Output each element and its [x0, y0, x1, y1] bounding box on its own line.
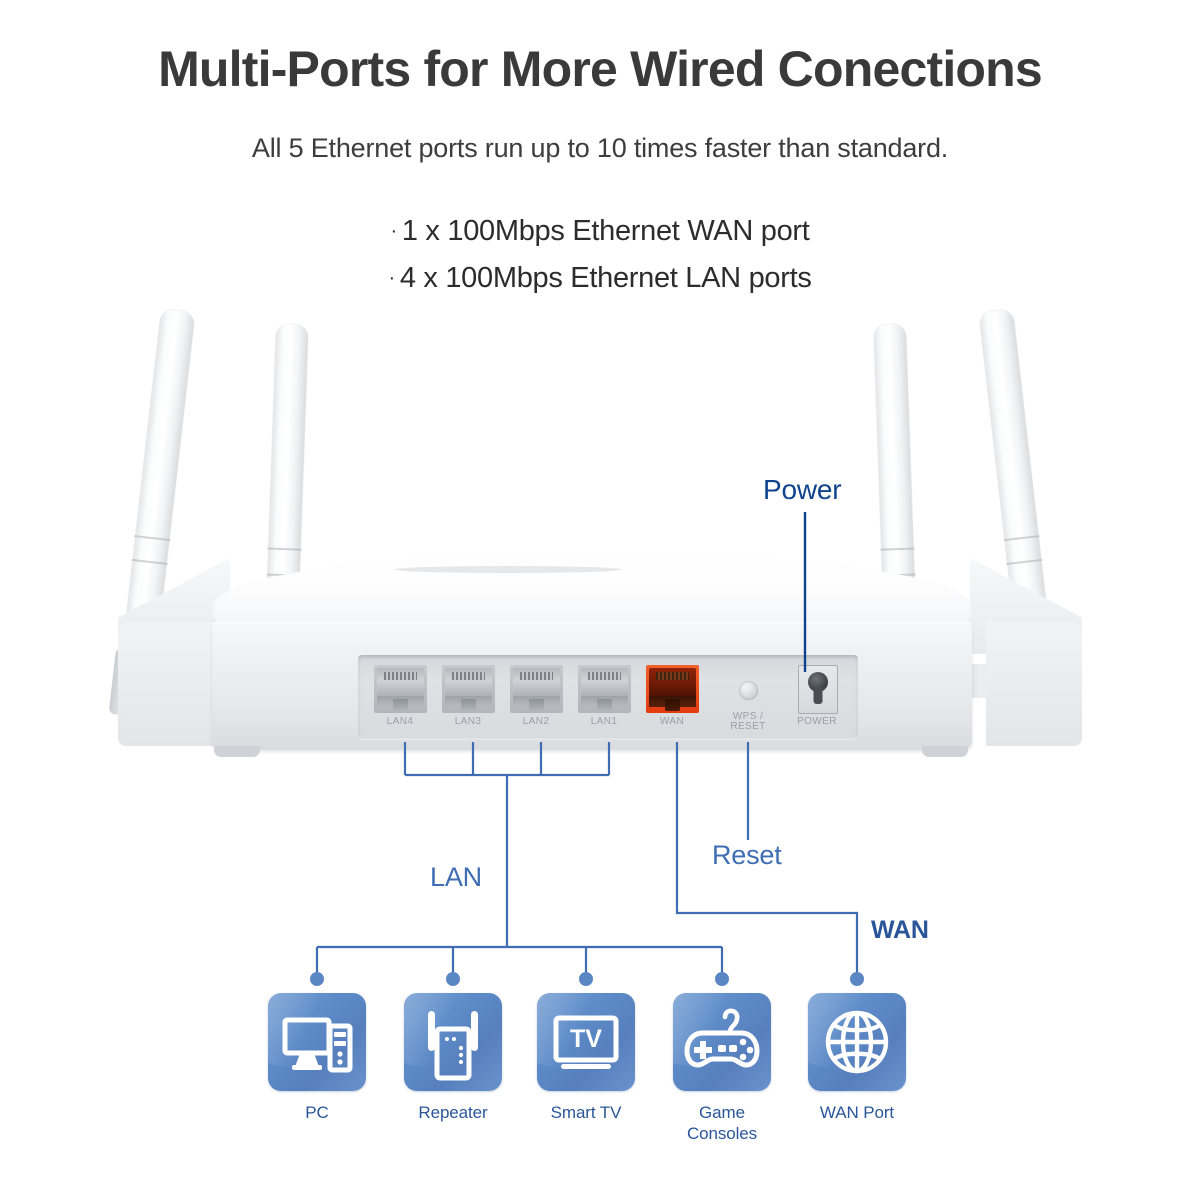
router-top-shell [212, 552, 972, 630]
device-tile: TV [537, 993, 635, 1091]
wps-reset-button[interactable] [739, 681, 758, 700]
port-label-lan3: LAN3 [454, 716, 482, 727]
page-subtitle: All 5 Ethernet ports run up to 10 times … [251, 133, 949, 163]
port-lan3[interactable] [442, 665, 495, 713]
leader-dot-pc [310, 972, 324, 986]
wifi-repeater-icon [428, 1011, 478, 1081]
device-label-game-consoles: Game Consoles [673, 1102, 771, 1144]
power-jack-stem [813, 688, 823, 704]
port-lan4[interactable] [374, 665, 427, 713]
device-tile [404, 993, 502, 1091]
callout-label-reset: Reset [712, 840, 782, 870]
svg-text:TV: TV [570, 1025, 602, 1053]
callout-label-power: Power [763, 474, 842, 505]
port-label-lan1: LAN1 [590, 716, 618, 727]
device-repeater[interactable]: Repeater [404, 993, 502, 1123]
device-game-consoles[interactable]: Game Consoles [673, 993, 771, 1144]
globe-icon [825, 1010, 889, 1074]
bullet-text: 1 x 100Mbps Ethernet WAN port [401, 215, 810, 247]
list-item: ·4 x 100Mbps Ethernet LAN ports [0, 255, 1200, 302]
leader-endpoint-dots [310, 972, 864, 986]
port-label-lan4: LAN4 [386, 716, 414, 727]
device-label-repeater: Repeater [418, 1103, 488, 1122]
bullet-text: 4 x 100Mbps Ethernet LAN ports [399, 262, 812, 294]
bullet-marker-icon: · [388, 267, 395, 289]
bullet-marker-icon: · [390, 220, 397, 242]
list-item: ·1 x 100Mbps Ethernet WAN port [0, 208, 1200, 255]
port-lan2[interactable] [510, 665, 563, 713]
router-side-right [986, 622, 1082, 746]
television-icon: TV [553, 1015, 619, 1069]
game-label-line1: Game [699, 1103, 745, 1122]
page-title: Multi-Ports for More Wired Conections [158, 41, 1043, 97]
device-label-pc: PC [305, 1103, 329, 1122]
router-foot-right [922, 746, 968, 757]
router-foot-left [214, 746, 260, 757]
device-tile [268, 993, 366, 1091]
wps-label-line1: WPS / [732, 711, 764, 722]
port-wan[interactable] [646, 665, 699, 713]
router-side-left [118, 622, 214, 746]
device-wan-port[interactable]: WAN Port [808, 993, 906, 1123]
port-label-power: POWER [797, 716, 837, 727]
leader-dot-smart-tv [579, 972, 593, 986]
desktop-computer-icon [282, 1017, 353, 1073]
game-label-line2: Consoles [686, 1124, 758, 1143]
spec-bullet-list: ·1 x 100Mbps Ethernet WAN port ·4 x 100M… [0, 208, 1200, 302]
callout-label-lan: LAN [430, 862, 482, 892]
device-label-wan-port: WAN Port [819, 1103, 895, 1122]
callout-label-wan: WAN [871, 916, 929, 944]
device-smart-tv[interactable]: TV Smart TV [537, 993, 635, 1123]
device-tile [673, 993, 771, 1091]
router-illustration: LAN4 LAN3 LAN2 LAN1 WAN WPS / RESET POWE… [0, 300, 1200, 770]
wps-label-line2: RESET [730, 721, 766, 732]
port-label-wps-reset: WPS / RESET [717, 712, 779, 732]
leader-dot-repeater [446, 972, 460, 986]
port-bay: LAN4 LAN3 LAN2 LAN1 WAN WPS / RESET POWE… [358, 655, 858, 740]
power-jack[interactable] [798, 665, 838, 714]
device-tile [808, 993, 906, 1091]
port-label-wan: WAN [659, 716, 685, 727]
device-label-smart-tv: Smart TV [550, 1103, 622, 1122]
device-pc[interactable]: PC [268, 993, 366, 1123]
port-label-lan2: LAN2 [522, 716, 550, 727]
port-lan1[interactable] [578, 665, 631, 713]
gamepad-icon [684, 1008, 760, 1068]
leader-dot-wan [850, 972, 864, 986]
power-jack-barrel [808, 672, 828, 692]
leader-dot-game [715, 972, 729, 986]
